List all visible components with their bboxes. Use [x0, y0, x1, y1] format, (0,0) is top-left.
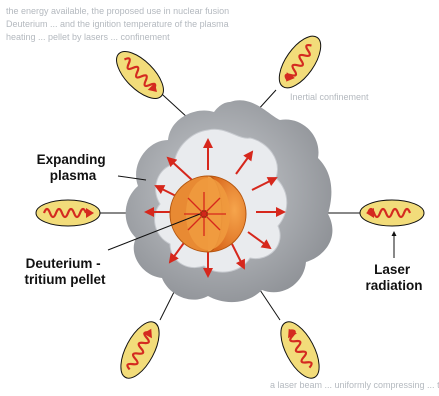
background-text-line: heating ... pellet by lasers ... confine… — [6, 32, 170, 42]
expanding-plasma-label-line1: Expanding — [37, 152, 106, 167]
laser-radiation-label-line2: radiation — [365, 278, 422, 293]
background-text-line: the energy available, the proposed use i… — [6, 6, 229, 16]
pellet-label-line2: tritium pellet — [24, 272, 106, 287]
expanding-plasma-label-line2: plasma — [50, 168, 97, 183]
laser-radiation-label: Laser radiation — [365, 262, 422, 293]
laser-radiation-label-line1: Laser — [374, 262, 411, 277]
laser-beam-icon — [271, 29, 328, 94]
background-text-line: Inertial confinement — [290, 92, 369, 102]
expanding-plasma-label: Expanding plasma — [37, 152, 110, 183]
background-text-line: Deuterium ... and the ignition temperatu… — [6, 19, 229, 29]
laser-beam-icon — [36, 200, 100, 226]
background-text-line: a laser beam ... uniformly compressing .… — [270, 380, 439, 390]
pellet-label-line1: Deuterium - — [26, 256, 101, 271]
laser-beam-icon — [360, 200, 424, 226]
laser-beam-icon — [109, 44, 171, 106]
pellet-label: Deuterium - tritium pellet — [24, 256, 106, 287]
laser-beam-icon — [113, 316, 167, 384]
laser-beam-icon — [273, 316, 327, 384]
